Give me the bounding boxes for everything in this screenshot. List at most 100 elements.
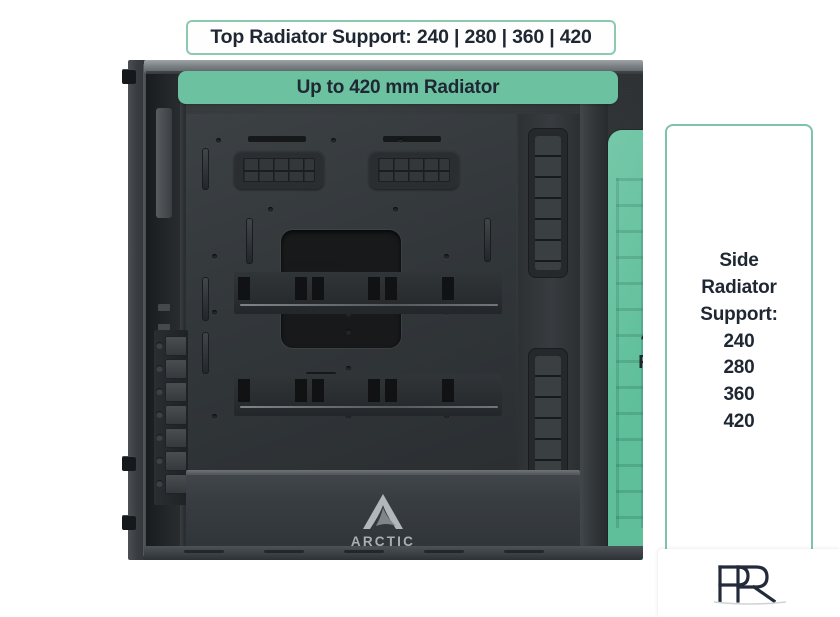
motherboard-tray [186, 114, 516, 494]
cable-routing-channel [518, 114, 580, 498]
standoff-screw [444, 414, 449, 419]
side-radiator-mesh [616, 178, 643, 528]
side-radiator-support-box: Side Radiator Support: 240 280 360 420 [665, 124, 813, 560]
cable-grommet-icon [369, 151, 459, 189]
grommet-slats [535, 356, 561, 490]
side-radiator-support-text: Side Radiator Support: 240 280 360 420 [700, 248, 778, 437]
side-radiator-label-line1: Up to [608, 298, 643, 323]
top-radiator-banner: Up to 420 mm Radiator [178, 71, 618, 104]
pci-slot-cover-icon [165, 359, 187, 379]
grommet-slats [535, 136, 561, 270]
pci-screw [156, 480, 163, 487]
standoff-screw [346, 414, 351, 419]
arctic-wordmark: ARCTIC [350, 534, 416, 549]
standoff-screw [212, 310, 217, 315]
tray-clip-bar [383, 136, 441, 142]
drive-keyhole-icon [312, 379, 324, 402]
tray-vertical-slot [246, 218, 253, 264]
thumbscrew-icon [122, 456, 136, 471]
drive-keyhole-icon [385, 379, 397, 402]
case-interior: Up to 420 mm Radiator ARCTIC [146, 74, 643, 560]
bottom-vent [504, 550, 544, 553]
drive-keyhole-icon [442, 379, 454, 402]
pr-watermark [658, 549, 840, 617]
pci-screw [156, 434, 163, 441]
top-radiator-support-callout: Top Radiator Support: 240 | 280 | 360 | … [186, 20, 616, 55]
pci-slot-cover-icon [165, 428, 187, 448]
drive-keyhole-icon [295, 277, 307, 300]
pci-slot-cover-icon [165, 382, 187, 402]
drive-mount-rail [234, 374, 502, 416]
side-radiator-label: Up to 420 mm Radiator [608, 298, 643, 374]
standoff-screw [346, 329, 351, 334]
drive-rail-edge [240, 304, 498, 306]
standoff-screw [212, 254, 217, 259]
pci-slot-cover-icon [165, 451, 187, 471]
side-radiator-label-line2: 420 mm [608, 323, 643, 348]
pci-screw [156, 342, 163, 349]
case-rear-cavity-edge [180, 74, 185, 560]
side-radiator-highlight: Up to 420 mm Radiator [608, 130, 643, 560]
side-support-title-line3: Support: [700, 303, 778, 325]
drive-keyhole-icon [385, 277, 397, 300]
side-support-size: 360 [723, 384, 755, 406]
thumbscrew-icon [122, 69, 136, 84]
drive-mount-rail [234, 272, 502, 314]
side-support-size: 240 [723, 330, 755, 352]
pci-slot-stack [154, 330, 188, 505]
tray-vertical-slot [202, 277, 209, 321]
drive-keyhole-icon [368, 277, 380, 300]
grommet-midline [243, 170, 315, 172]
rear-bracket-tab [158, 324, 170, 331]
drive-rail-edge [240, 406, 498, 408]
side-support-title-line1: Side [719, 249, 759, 271]
side-support-size: 280 [723, 357, 755, 379]
thumbscrew-icon [122, 515, 136, 530]
cable-grommet-icon [528, 128, 568, 278]
grommet-midline [378, 170, 450, 172]
pr-monogram-icon [713, 565, 787, 605]
pc-case-illustration: Up to 420 mm Radiator ARCTIC [122, 60, 643, 560]
case-bottom-panel [144, 546, 643, 560]
drive-keyhole-icon [295, 379, 307, 402]
tray-clip-bar [248, 136, 306, 142]
pci-screw [156, 411, 163, 418]
tray-vertical-slot [202, 148, 209, 190]
tray-vertical-slot [202, 332, 209, 374]
pci-screw [156, 365, 163, 372]
bottom-vent [344, 550, 384, 553]
pci-screw [156, 457, 163, 464]
drive-keyhole-icon [442, 277, 454, 300]
case-top-panel [144, 60, 643, 73]
drive-keyhole-icon [312, 277, 324, 300]
standoff-screw [331, 138, 336, 143]
psu-shroud: ARCTIC [186, 474, 580, 560]
side-support-title-line2: Radiator [701, 276, 777, 298]
standoff-screw [444, 254, 449, 259]
standoff-screw [398, 138, 403, 143]
standoff-screw [393, 207, 398, 212]
bottom-vent [184, 550, 224, 553]
arctic-brand-logo: ARCTIC [186, 492, 580, 549]
drive-keyhole-icon [238, 277, 250, 300]
cable-grommet-icon [234, 151, 324, 189]
bottom-vent [264, 550, 304, 553]
standoff-screw [212, 414, 217, 419]
standoff-screw [346, 366, 351, 371]
tray-vertical-slot [484, 218, 491, 262]
tray-slot [286, 262, 342, 267]
side-support-size: 420 [723, 411, 755, 433]
standoff-screw [268, 207, 273, 212]
pci-screw [156, 388, 163, 395]
rear-io-bracket [156, 108, 172, 218]
drive-keyhole-icon [238, 379, 250, 402]
side-radiator-label-line3: Radiator [608, 349, 643, 374]
arctic-triangle-logo-icon [363, 494, 403, 529]
pci-slot-cover-icon [165, 405, 187, 425]
pci-slot-cover-icon [165, 474, 187, 494]
psu-shroud-top-edge [186, 470, 580, 476]
pci-slot-cover-icon [165, 336, 187, 356]
standoff-screw [216, 138, 221, 143]
drive-keyhole-icon [368, 379, 380, 402]
